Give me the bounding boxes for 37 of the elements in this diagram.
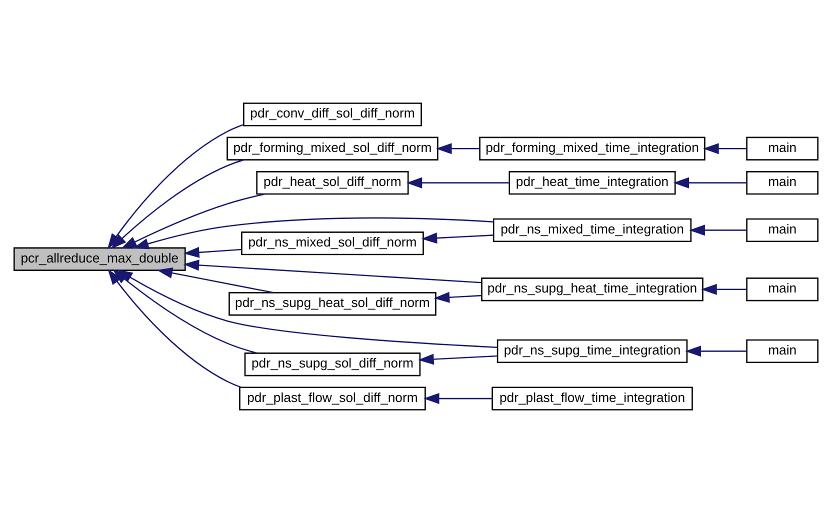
arrow	[421, 232, 494, 244]
arrow	[423, 392, 492, 404]
arrow	[183, 259, 482, 283]
arrow	[156, 267, 274, 293]
node-box: pdr_plast_flow_time_integration	[492, 386, 693, 410]
node-box: pcr_allreduce_max_double	[14, 246, 186, 270]
node-box: main	[746, 338, 818, 363]
arrow	[689, 224, 747, 236]
arrow	[184, 246, 242, 258]
arrow	[418, 353, 498, 364]
node-box: pdr_plast_flow_sol_diff_norm	[239, 386, 426, 410]
node-box: pdr_heat_time_integration	[508, 170, 676, 194]
node-box: pdr_ns_supg_heat_sol_diff_norm	[228, 292, 436, 316]
node-box: pdr_conv_diff_sol_diff_norm	[243, 102, 422, 126]
node-box: pdr_ns_mixed_time_integration	[492, 218, 692, 242]
arrow	[434, 291, 482, 302]
arrow	[116, 268, 498, 348]
node-box: main	[746, 170, 818, 194]
arrow	[121, 192, 265, 248]
node-box: main	[746, 136, 818, 160]
arrow	[110, 158, 244, 249]
arrow	[685, 345, 747, 356]
arrow	[436, 142, 480, 154]
node-box: pdr_ns_supg_sol_diff_norm	[244, 352, 421, 376]
arrow	[701, 283, 747, 294]
node-box: pdr_forming_mixed_sol_diff_norm	[226, 136, 438, 160]
arrow	[406, 176, 510, 188]
arrow	[132, 216, 494, 249]
node-box: pdr_forming_mixed_time_integration	[479, 136, 706, 160]
node-box: pdr_ns_mixed_sol_diff_norm	[241, 231, 424, 255]
node-box: pdr_ns_supg_time_integration	[496, 338, 688, 363]
node-box: main	[746, 218, 818, 242]
node-box: pdr_heat_sol_diff_norm	[256, 170, 409, 194]
node-box: main	[746, 277, 818, 301]
arrow	[673, 176, 747, 188]
node-box: pdr_ns_supg_heat_time_integration	[481, 277, 704, 301]
arrow	[703, 142, 747, 154]
